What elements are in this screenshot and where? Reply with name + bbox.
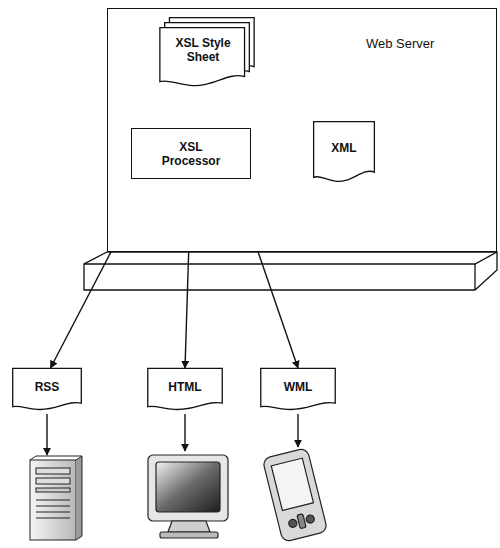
node-label: XSL Style Sheet [165,36,241,64]
node-label: RSS [35,380,60,394]
document-shape: RSS [12,368,82,412]
document-shape: HTML [147,368,223,412]
server-box-slab [84,252,497,290]
node-body: RSS [12,368,82,412]
process-box: XSL Processor [131,128,251,179]
node-body: HTML [147,368,223,412]
document-shape: WML [260,368,336,412]
node-label: WML [284,380,313,394]
device-arrow [46,414,47,455]
document-shape: XML [313,121,375,185]
node-body: XSL Style Sheet [159,17,255,89]
node-label: XML [331,141,356,155]
server-tower-icon [30,456,82,540]
monitor-icon [148,455,228,538]
device-arrow [297,414,298,447]
stylesheet-doc: XSL Style Sheet [159,17,255,89]
node-body: WML [260,368,336,412]
device-arrow [184,414,185,451]
node-body: XML [313,121,375,185]
node-label: HTML [168,380,201,394]
server-box: Web Server XSL Style SheetXSL Processor XM… [107,8,497,252]
device-arrows [47,414,298,455]
node-body: XSL Processor [132,129,250,178]
server-label: Web Server [366,36,434,51]
node-label: XSL Processor [151,140,231,168]
pda-icon [262,448,327,543]
